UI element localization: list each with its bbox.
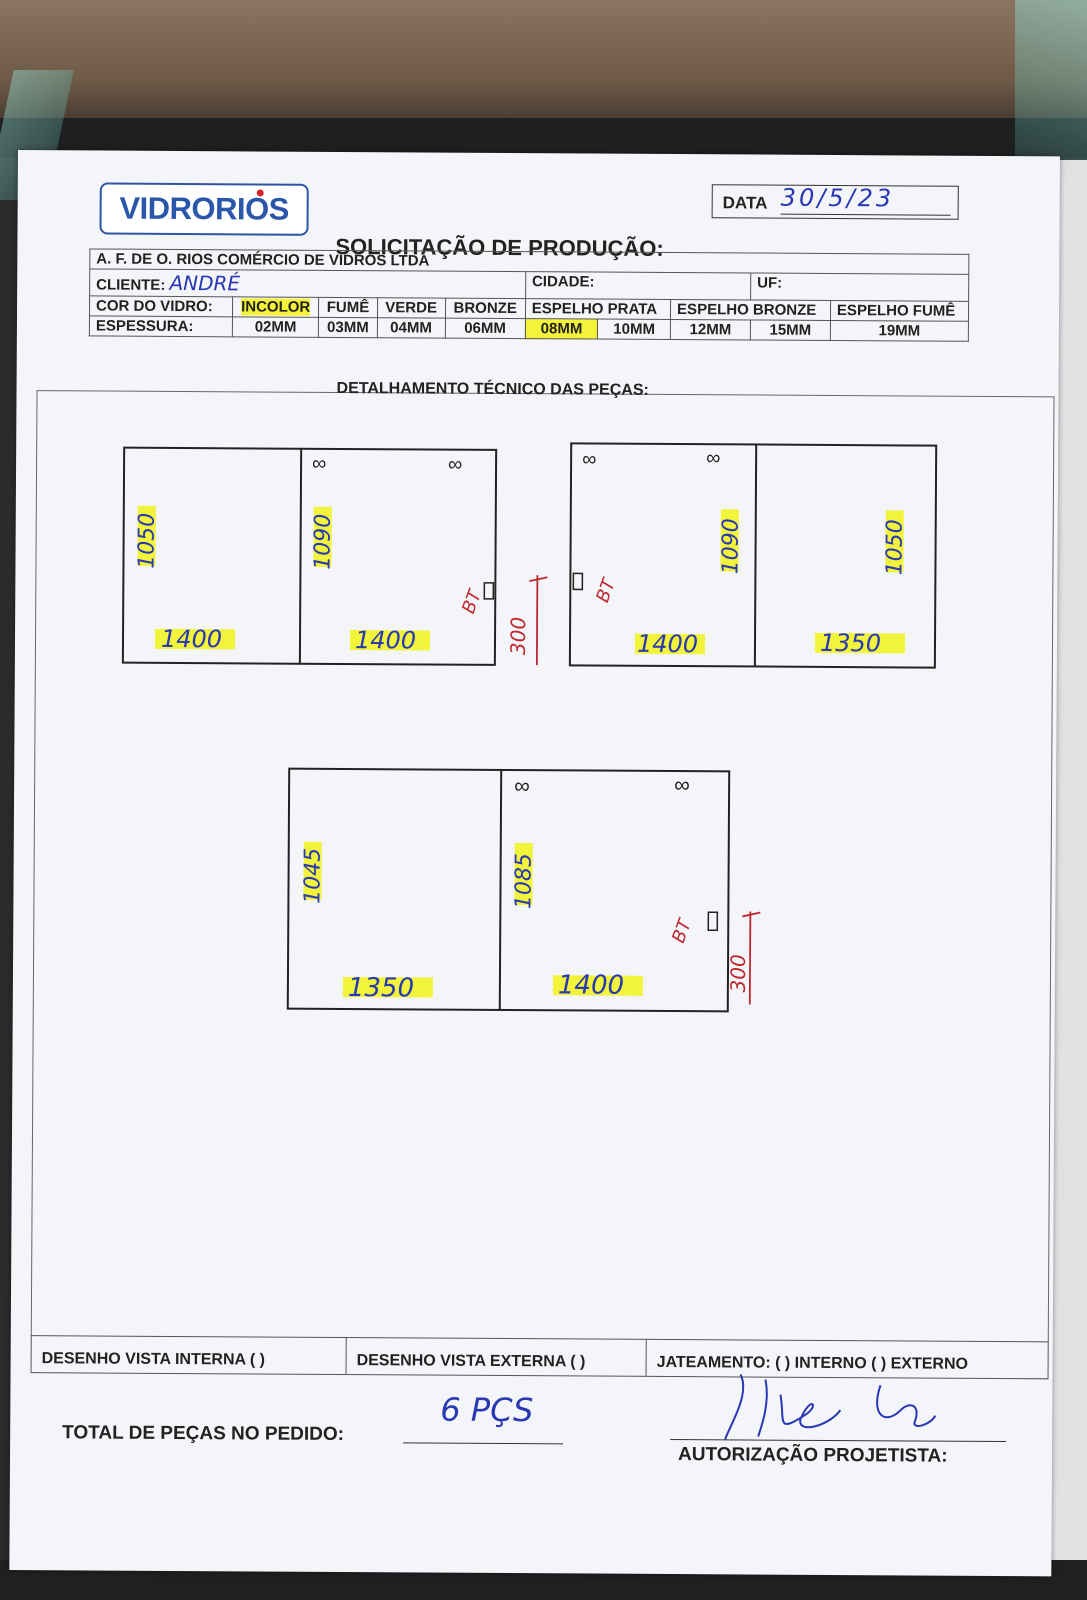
drawing-1: 1050 1090 1400 1400 ∞ ∞ BT 300 — [121, 446, 548, 666]
drawing-1-divider — [298, 448, 303, 664]
highlight-mark — [349, 630, 431, 651]
drawing-3-mark: BT — [668, 915, 697, 946]
hinge-icon: ∞ — [514, 773, 530, 798]
drawing-3-width-right: 1400 — [558, 970, 624, 1000]
hinge-icon: ∞ — [582, 448, 596, 470]
drawing-2-height-left: 1090 — [718, 518, 743, 574]
hinge-icon: ∞ — [448, 454, 462, 476]
drawing-3: 1045 1085 1350 1400 ∞ ∞ BT 300 — [286, 767, 761, 1013]
drawing-1-height-right: 1090 — [310, 514, 335, 570]
hinge-icon: ∞ — [312, 453, 326, 475]
drawing-2-frame — [568, 442, 938, 669]
drawing-2-width-right: 1350 — [820, 629, 881, 657]
drawing-1-offset: 300 — [506, 617, 530, 655]
drawing-1-height-left: 1050 — [134, 513, 159, 569]
drawing-2-mark: BT — [592, 574, 621, 605]
total-value[interactable]: 6 PÇS — [440, 1390, 534, 1430]
drawing-1-width-right: 1400 — [355, 626, 416, 654]
authorization-label: AUTORIZAÇÃO PROJETISTA: — [677, 1444, 948, 1467]
highlight-mark — [303, 841, 322, 900]
handle-icon — [483, 582, 495, 600]
hinge-icon: ∞ — [674, 772, 690, 797]
offset-line — [535, 575, 539, 666]
drawing-1-width-left: 1400 — [161, 625, 222, 653]
production-form: VIDRORIOS DATA 30/5/23 SOLICITAÇÃO DE PR… — [9, 150, 1060, 1577]
highlight-mark — [552, 975, 643, 996]
highlight-mark — [885, 510, 904, 573]
highlight-mark — [137, 505, 156, 566]
drawing-2: 1090 1050 1400 1350 ∞ ∞ BT — [568, 442, 938, 669]
handle-icon — [707, 911, 719, 932]
drawing-2-divider — [753, 444, 758, 667]
drawing-1-frame — [121, 446, 498, 666]
total-line — [403, 1442, 564, 1445]
highlight-mark — [720, 509, 739, 572]
drawing-3-width-left: 1350 — [348, 973, 414, 1003]
drawing-1-mark: BT — [458, 585, 487, 616]
external-view-option[interactable]: DESENHO VISTA EXTERNA ( ) — [346, 1338, 647, 1376]
internal-view-option[interactable]: DESENHO VISTA INTERNA ( ) — [31, 1336, 347, 1375]
highlight-mark — [514, 843, 533, 906]
total-label: TOTAL DE PEÇAS NO PEDIDO: — [62, 1422, 345, 1446]
drawing-3-height-left: 1045 — [300, 848, 325, 904]
drawing-2-width-left: 1400 — [637, 630, 698, 658]
offset-tick — [529, 576, 548, 583]
hinge-icon: ∞ — [706, 447, 720, 469]
handle-icon — [572, 572, 584, 591]
highlight-mark — [814, 632, 906, 654]
highlight-mark — [634, 633, 706, 655]
offset-line — [748, 911, 752, 1005]
projetista-signature — [724, 1373, 937, 1440]
highlight-mark — [154, 628, 236, 650]
wooden-shelf — [0, 0, 1087, 135]
highlight-mark — [313, 506, 332, 567]
drawing-3-offset: 300 — [726, 954, 750, 992]
drawing-2-height-right: 1050 — [882, 519, 907, 575]
glass-edge-right — [1015, 0, 1087, 160]
drawing-3-height-right: 1085 — [511, 853, 536, 909]
drawing-3-frame — [286, 767, 731, 1013]
signature-stroke — [724, 1373, 937, 1440]
technical-drawings: 1050 1090 1400 1400 ∞ ∞ BT 300 1090 1050… — [121, 442, 938, 1013]
drawing-3-divider — [498, 769, 503, 1010]
highlight-mark — [342, 977, 433, 998]
offset-tick — [742, 911, 761, 918]
